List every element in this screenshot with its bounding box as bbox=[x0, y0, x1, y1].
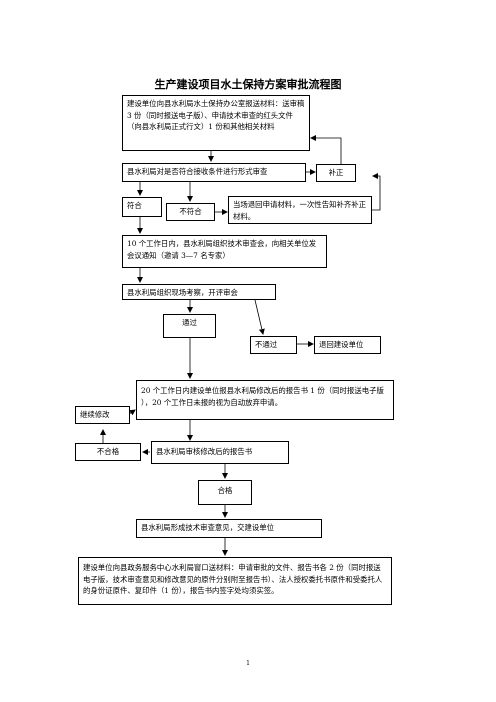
arrow-modify-to-report bbox=[128, 409, 136, 416]
node-review-report: 县水利局审核修改后的报告书 bbox=[151, 441, 289, 464]
node-form-check: 县水利局对是否符合接收条件进行形式审查 bbox=[122, 163, 306, 182]
arrow-notice-to-supplement bbox=[372, 173, 381, 211]
node-conform: 符合 bbox=[122, 197, 162, 217]
arrow-supplement-to-submit bbox=[310, 135, 342, 164]
node-submit-materials: 建设单位向县水利局水土保持办公室报送材料：送审稿 3 份（同时报送电子版）、申请… bbox=[122, 95, 310, 151]
node-return-notice: 当场退回申请材料，一次性告知补齐补正材料。 bbox=[228, 196, 372, 224]
node-expert-meeting: 10 个工作日内，县水利局组织技术审查会，向相关单位发会议通知（邀请 3—7 名… bbox=[122, 235, 327, 268]
node-unqualified: 不合格 bbox=[75, 443, 141, 461]
node-pass: 通过 bbox=[163, 314, 216, 338]
page-number: 1 bbox=[246, 660, 250, 667]
node-final-submit: 建设单位向县政务服务中心水利局窗口送材料：申请审批的文件、报告书各 2 份（同时… bbox=[78, 557, 392, 605]
node-continue-modify: 继续修改 bbox=[75, 406, 130, 424]
arrow-site-to-fail bbox=[254, 299, 265, 335]
node-supplement: 补正 bbox=[316, 164, 356, 182]
node-report-submit: 20 个工作日内建设单位报县水利局修改后的报告书 1 份（同时报送电子版 ），2… bbox=[136, 380, 394, 420]
node-return-unit: 退回建设单位 bbox=[314, 336, 381, 354]
node-qualified: 合格 bbox=[198, 480, 252, 505]
node-tech-opinion: 县水利局形成技术审查意见，交建设单位 bbox=[136, 519, 322, 538]
page-title: 生产建设项目水土保持方案审批流程图 bbox=[154, 78, 342, 91]
node-fail: 不通过 bbox=[250, 336, 297, 354]
node-not-conform: 不符合 bbox=[166, 203, 215, 221]
node-site-review: 县水利局组织现场考察，开评审会 bbox=[122, 284, 276, 300]
